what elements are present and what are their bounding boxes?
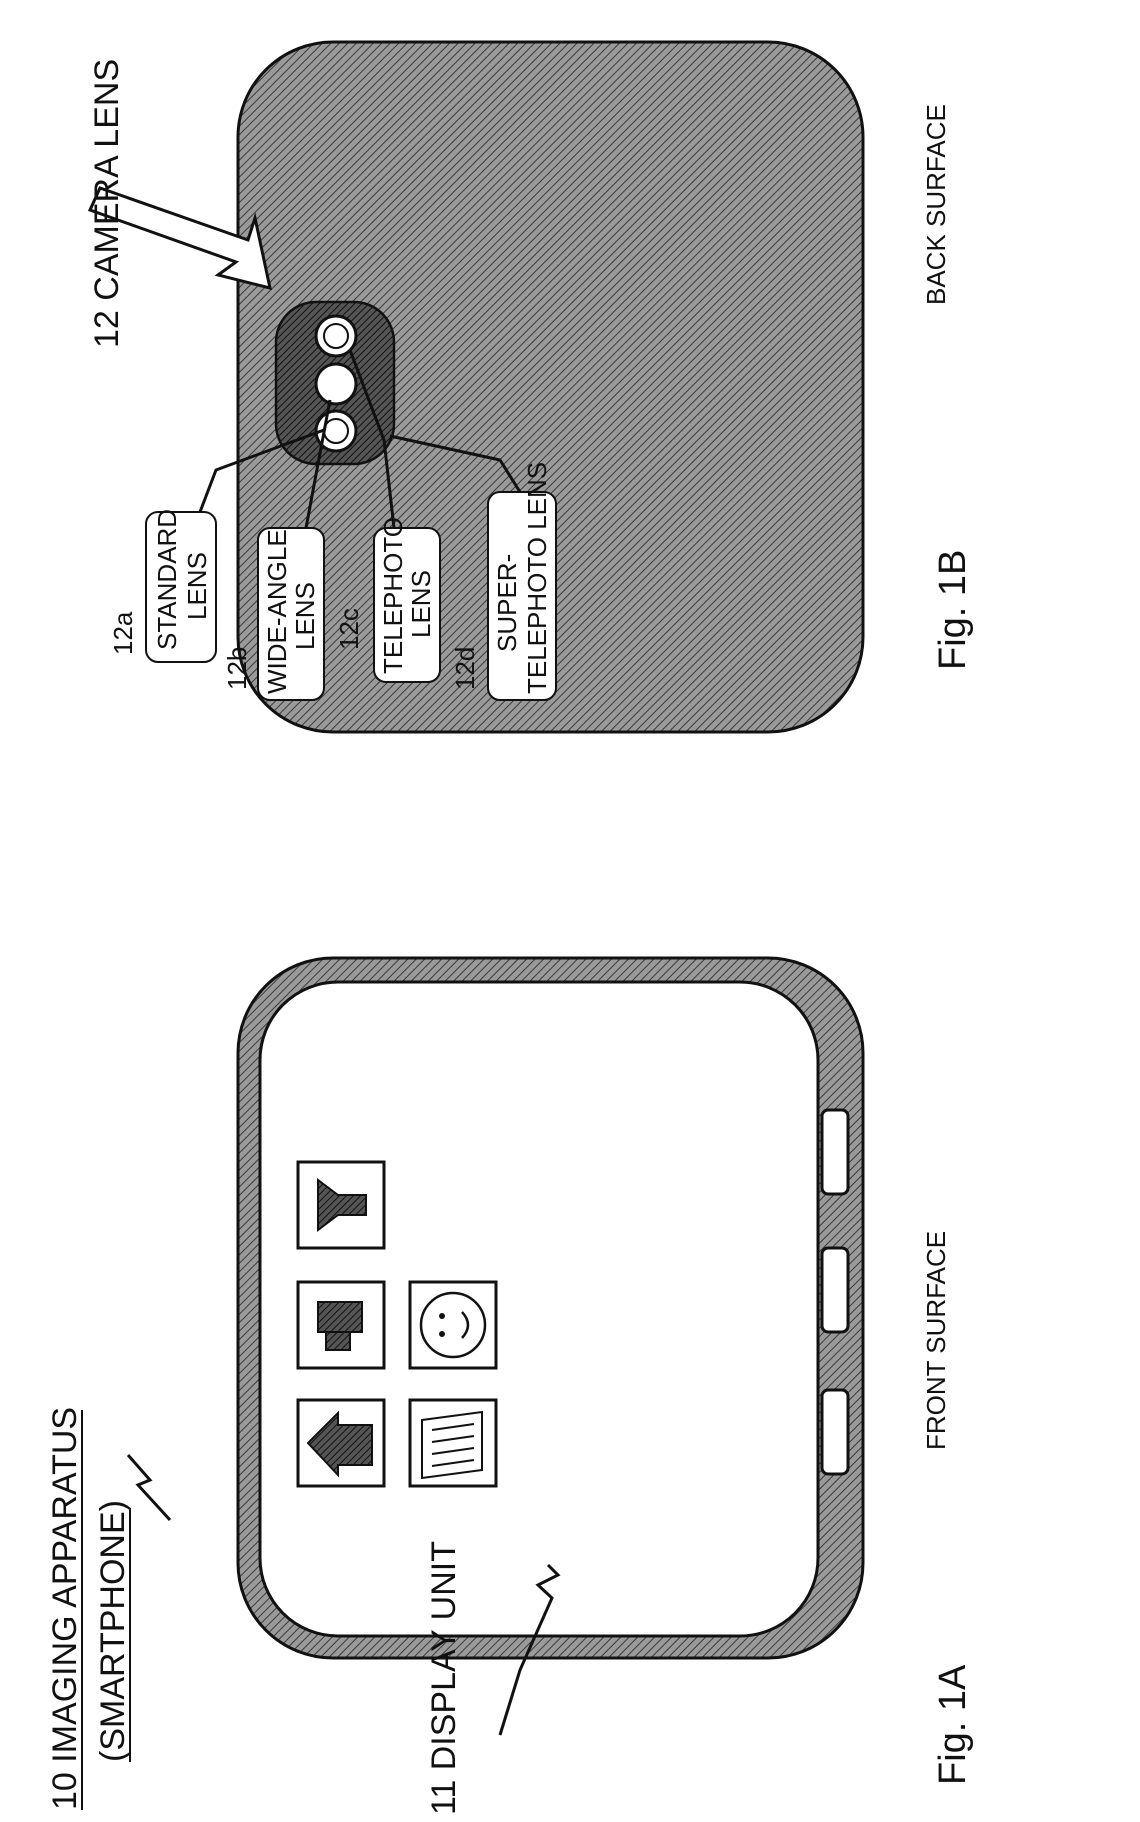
fig-1a-front-phone	[238, 958, 863, 1735]
callout-12a-ref: 12a	[108, 611, 138, 655]
callout-12b-ref: 12b	[222, 647, 252, 690]
home-key-3	[822, 1390, 848, 1474]
callout-12a-line-1: STANDARD	[152, 509, 182, 650]
callout-12d-line-2: TELEPHOTO LENS	[522, 462, 552, 694]
callout-12c-line-2: LENS	[406, 570, 436, 638]
title-leader-line	[128, 1455, 170, 1520]
callout-12a-line-2: LENS	[182, 552, 212, 620]
callout-12d-line-1: SUPER-	[492, 554, 522, 652]
callout-12b-line-1: WIDE-ANGLE	[262, 529, 292, 694]
camera-icon	[298, 1282, 384, 1368]
speaker-icon	[298, 1162, 384, 1248]
fig-1a-label: Fig. 1A	[932, 1664, 974, 1785]
callout-12b-line-2: LENS	[290, 582, 320, 650]
house-icon	[298, 1400, 384, 1486]
home-key-2	[822, 1248, 848, 1332]
home-key-1	[822, 1110, 848, 1194]
title-line-1: 10 IMAGING APPARATUS	[46, 1407, 84, 1810]
lens-wide-angle	[316, 364, 356, 404]
title-line-2: (SMARTPHONE)	[94, 1500, 132, 1762]
back-surface-label: BACK SURFACE	[921, 104, 951, 305]
title-block: 10 IMAGING APPARATUS (SMARTPHONE)	[46, 1407, 170, 1810]
callout-12d-ref: 12d	[450, 647, 480, 690]
smiley-icon	[410, 1282, 496, 1368]
camera-lens-label: 12 CAMERA LENS	[88, 59, 126, 348]
fig-1b-label: Fig. 1B	[932, 550, 974, 670]
front-surface-label: FRONT SURFACE	[921, 1231, 951, 1450]
callout-12c-ref: 12c	[334, 608, 364, 650]
display-unit-label: 11 DISPLAY UNIT	[425, 1541, 463, 1815]
callout-12c-line-1: TELEPHOTO	[378, 517, 408, 674]
book-icon	[410, 1400, 496, 1486]
